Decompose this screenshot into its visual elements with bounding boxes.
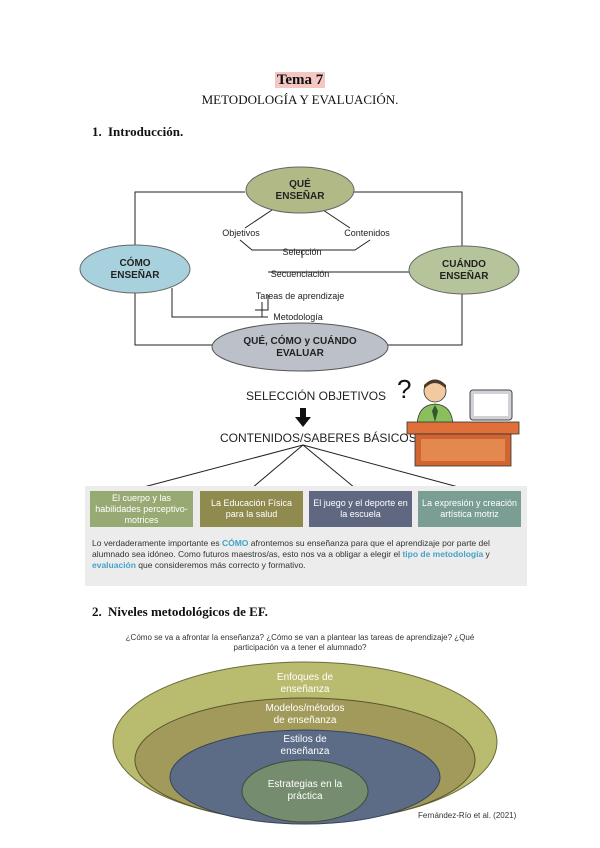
- seleccion-objetivos-label: SELECCIÓN OBJETIVOS: [246, 389, 387, 403]
- metodologia-label: Metodología: [273, 312, 323, 322]
- evaluar-ellipse: [211, 322, 389, 372]
- connector-line: [239, 239, 371, 251]
- paragraph-text: afrontemos su enseñanza para que el apre…: [92, 538, 490, 559]
- paragraph-text: que consideremos más correcto y formativ…: [135, 560, 306, 570]
- tareas-label: Tareas de aprendizaje: [256, 291, 345, 301]
- teacher-hair: [424, 379, 446, 389]
- seleccion-label: Selección: [282, 247, 321, 257]
- como-ensenar-label: CÓMO: [119, 256, 150, 269]
- connector-line: [134, 288, 215, 346]
- paragraph-text: Lo verdaderamente importante es: [92, 538, 222, 548]
- level-4-label: Estrategias en la: [268, 779, 343, 790]
- paragraph-text: y: [483, 549, 490, 559]
- level-2-label: de enseñanza: [274, 715, 337, 726]
- level-3-label: enseñanza: [281, 746, 330, 757]
- como-ensenar-ellipse: [79, 244, 191, 294]
- methodology-question: ¿Cómo se va a afrontar la enseñanza? ¿Có…: [125, 633, 475, 652]
- evaluar-label: QUÉ, CÓMO y CUÁNDO: [243, 334, 357, 347]
- section-2-number: 2.: [92, 604, 102, 619]
- objetivos-label: Objetivos: [222, 228, 260, 238]
- level-4-ellipse: [241, 759, 369, 823]
- que-ensenar-label: ENSEÑAR: [276, 189, 326, 202]
- down-arrow-icon: [295, 408, 311, 427]
- contenidos-saberes-label: CONTENIDOS/SABERES BÁSICOS: [220, 431, 417, 445]
- connector-line: [302, 444, 356, 489]
- connector-line: [134, 191, 245, 250]
- connector-line: [251, 444, 304, 489]
- question-mark: ?: [397, 374, 412, 404]
- highlight-evaluacion: evaluación: [92, 560, 136, 570]
- nested-levels-diagram: Enfoques de enseñanza Modelos/métodos de…: [112, 661, 498, 825]
- cuando-ensenar-ellipse: [408, 245, 520, 295]
- connector-line: [171, 288, 268, 318]
- connector-line: [319, 207, 351, 229]
- intro-paragraph: Lo verdaderamente importante es CÓMO afr…: [92, 538, 520, 571]
- citation: Fernández-Río et al. (2021): [418, 811, 517, 820]
- teacher-at-desk-illustration: [406, 379, 520, 467]
- secuenciacion-label: Secuenciación: [271, 269, 330, 279]
- level-1-label: enseñanza: [281, 684, 330, 695]
- highlight-metodologia: tipo de metodología: [402, 549, 484, 559]
- connector-line: [139, 444, 304, 489]
- teacher-tie: [432, 405, 438, 422]
- section-2-title: Niveles metodológicos de EF.: [108, 604, 268, 619]
- que-ensenar-ellipse: [245, 166, 355, 214]
- evaluar-label: EVALUAR: [276, 348, 324, 359]
- highlight-como: CÓMO: [221, 538, 249, 548]
- content-box-3: El juego y el deporte en la escuela: [309, 491, 412, 527]
- connector-line: [244, 207, 276, 229]
- content-box-1: El cuerpo y las habilidades perceptivo-m…: [90, 491, 193, 527]
- level-3-label: Estilos de: [283, 734, 327, 745]
- connector-line: [255, 295, 269, 311]
- contenidos-label: Contenidos: [344, 228, 390, 238]
- planning-diagram: QUÉ ENSEÑAR CÓMO ENSEÑAR CUÁNDO ENSEÑAR …: [79, 166, 520, 372]
- content-box-4: La expresión y creación artística motriz: [418, 491, 521, 527]
- content-box-2: La Educación Física para la salud: [200, 491, 303, 527]
- level-4-label: práctica: [287, 791, 322, 802]
- laptop-display: [474, 394, 508, 416]
- section-1-number: 1.: [92, 124, 102, 139]
- topic-title: Tema 7: [274, 72, 326, 88]
- cuando-ensenar-label: ENSEÑAR: [440, 269, 490, 282]
- connector-line: [388, 290, 463, 346]
- connector-line: [353, 191, 463, 250]
- como-ensenar-label: ENSEÑAR: [111, 268, 161, 281]
- connector-line: [302, 444, 463, 489]
- level-1-label: Enfoques de: [277, 672, 334, 683]
- level-2-label: Modelos/métodos: [266, 703, 345, 714]
- fan-lines: [139, 444, 463, 489]
- cuando-ensenar-label: CUÁNDO: [442, 257, 486, 270]
- topic-subtitle: METODOLOGÍA Y EVALUACIÓN.: [201, 92, 399, 107]
- desk-top: [406, 421, 520, 435]
- que-ensenar-label: QUÉ: [289, 177, 311, 190]
- section-1-title: Introducción.: [108, 124, 184, 139]
- desk-panel: [421, 439, 505, 461]
